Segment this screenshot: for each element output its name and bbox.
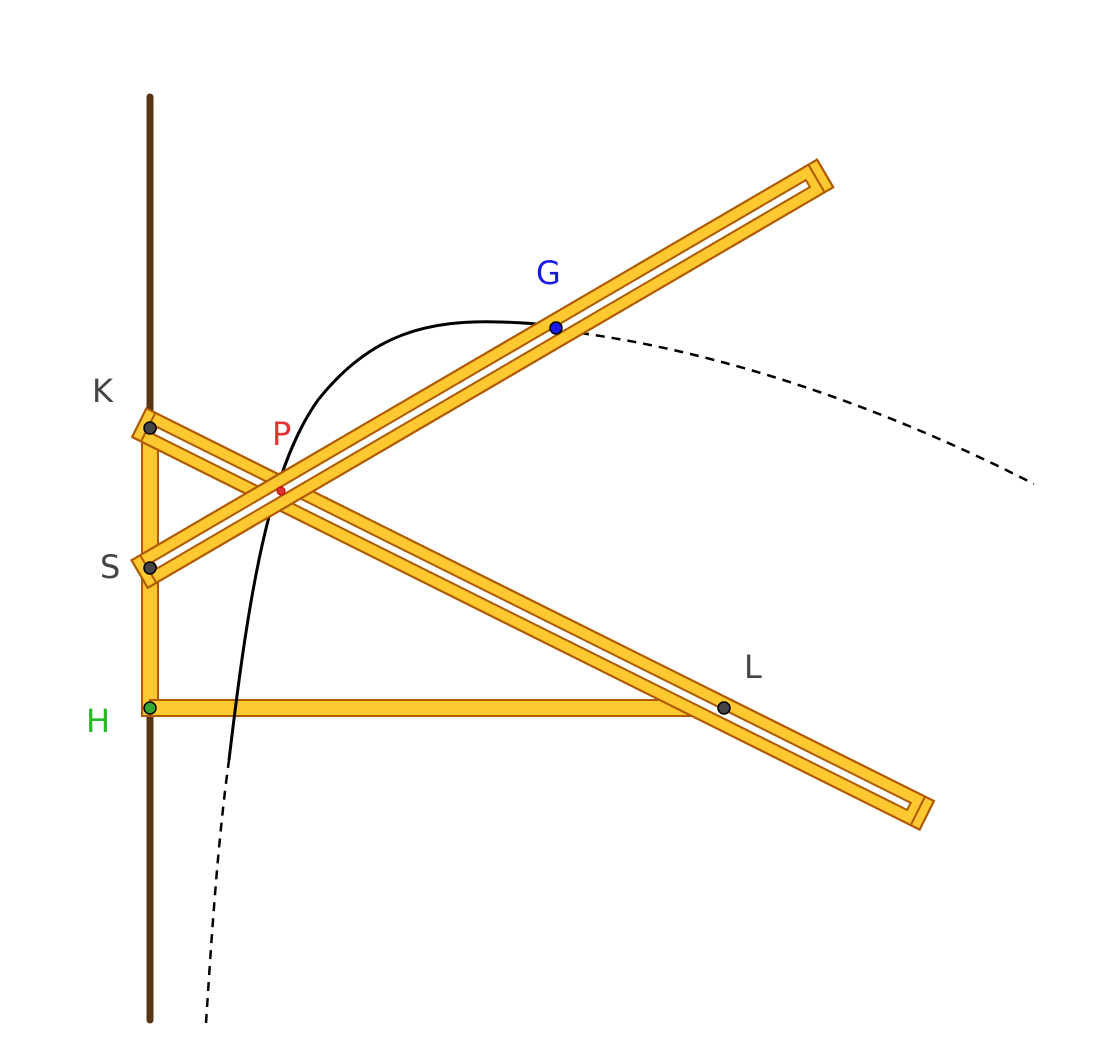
label-P: P — [272, 415, 291, 453]
curve-solid — [227, 320, 581, 761]
label-L: L — [744, 648, 762, 686]
label-H: H — [86, 702, 110, 740]
point-L[interactable] — [717, 701, 731, 715]
curve-dashed-upper — [579, 331, 1035, 486]
curve-dashed-lower — [204, 759, 231, 1024]
point-S[interactable] — [143, 561, 157, 575]
label-G: G — [536, 254, 561, 292]
ruler-SG — [130, 158, 835, 590]
point-K[interactable] — [143, 421, 157, 435]
label-K: K — [92, 372, 114, 410]
point-P[interactable] — [276, 486, 286, 496]
point-H[interactable] — [143, 701, 157, 715]
point-G[interactable] — [549, 321, 563, 335]
label-S: S — [100, 548, 120, 586]
ruler-KL — [130, 406, 936, 832]
